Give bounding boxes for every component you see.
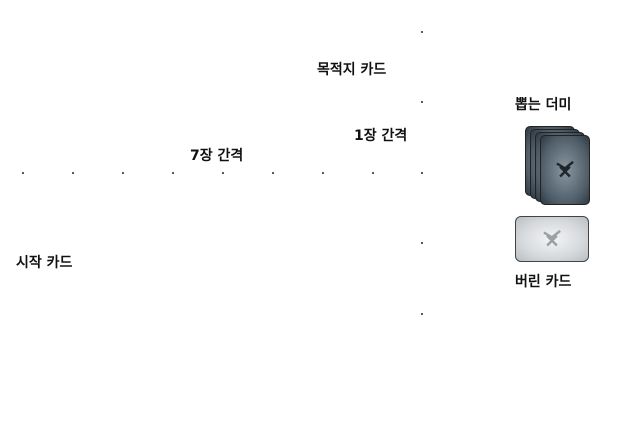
empty-slot-5	[272, 172, 274, 174]
gap-slot-bottom	[421, 242, 423, 244]
goal-card-bottom	[421, 313, 423, 315]
discard-pile-card	[515, 216, 589, 262]
draw-pile-label: 뽑는 더미	[515, 97, 571, 113]
goal-card-middle	[421, 172, 423, 174]
gap-slot-top	[421, 101, 423, 103]
start-card-label: 시작 카드	[16, 255, 72, 271]
empty-slot-3	[172, 172, 174, 174]
goal-card-top	[421, 31, 423, 33]
draw-pile-top-card	[540, 135, 590, 205]
empty-slot-4	[222, 172, 224, 174]
empty-slot-2	[122, 172, 124, 174]
goal-cards-label: 목적지 카드	[317, 62, 386, 78]
seven-gap-label: 7장 간격	[190, 148, 243, 164]
one-gap-label: 1장 간격	[354, 128, 407, 144]
pickaxe-icon	[552, 157, 578, 183]
empty-slot-6	[322, 172, 324, 174]
discard-pile-label: 버린 카드	[515, 274, 571, 290]
empty-slot-7	[372, 172, 374, 174]
empty-slot-1	[72, 172, 74, 174]
start-card	[22, 172, 24, 174]
pickaxe-icon	[539, 226, 565, 252]
